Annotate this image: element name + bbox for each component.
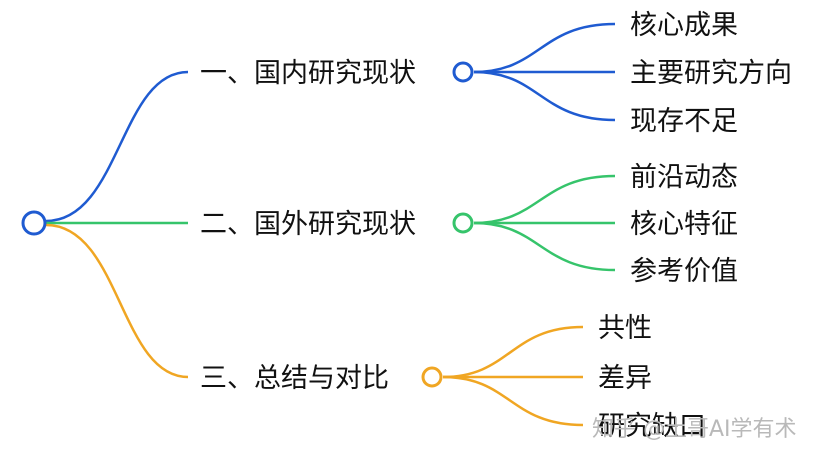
connector-branch-1-leaf-3 xyxy=(473,70,616,122)
connector-root-branch-3 xyxy=(45,223,189,379)
connector-root-branch-1 xyxy=(45,70,189,223)
branch-1-leaf-3[interactable]: 现存不足 xyxy=(630,106,738,137)
watermark: 知乎 @土哥AI学有术 xyxy=(592,417,797,442)
branch-2-node[interactable] xyxy=(452,212,474,234)
connector-branch-2-leaf-3 xyxy=(473,221,616,272)
branch-3-node[interactable] xyxy=(421,366,443,388)
branch-1-leaf-2[interactable]: 主要研究方向 xyxy=(630,58,792,89)
root-node[interactable] xyxy=(21,210,47,236)
branch-2-label[interactable]: 二、国外研究现状 xyxy=(200,209,416,240)
branch-3-label[interactable]: 三、总结与对比 xyxy=(200,363,389,394)
connector-branch-2-leaf-1 xyxy=(473,174,616,225)
branch-1-label[interactable]: 一、国内研究现状 xyxy=(200,58,416,89)
branch-2-leaf-3[interactable]: 参考价值 xyxy=(630,256,738,287)
connector-branch-3-leaf-1 xyxy=(442,325,584,379)
branch-3-leaf-2[interactable]: 差异 xyxy=(598,363,652,394)
branch-1-node[interactable] xyxy=(452,61,474,83)
connector-branch-3-leaf-3 xyxy=(442,375,584,427)
branch-2-leaf-2[interactable]: 核心特征 xyxy=(630,209,738,240)
branch-1-leaf-1[interactable]: 核心成果 xyxy=(630,10,738,41)
branch-2-leaf-1[interactable]: 前沿动态 xyxy=(630,162,738,193)
branch-3-leaf-3[interactable]: 研究缺口 xyxy=(598,411,706,442)
branch-3-leaf-1[interactable]: 共性 xyxy=(598,313,652,344)
connector-branch-1-leaf-1 xyxy=(473,22,616,74)
